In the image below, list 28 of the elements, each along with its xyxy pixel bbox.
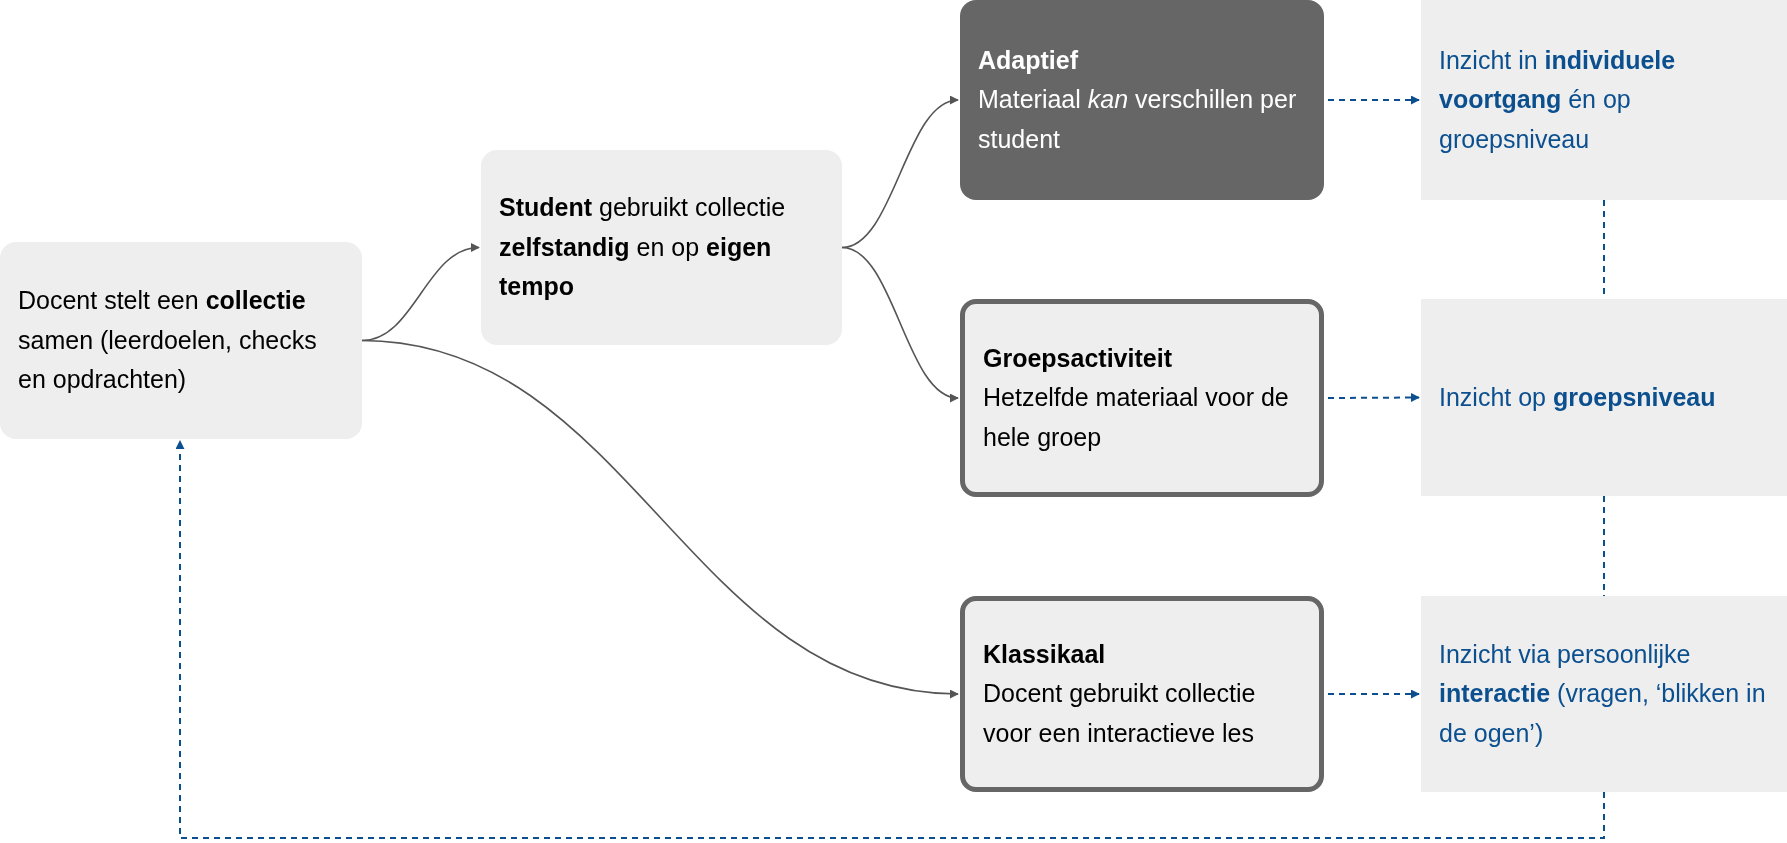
box-text: Inzicht via persoonlijke interactie (vragen, ‘blikken in de ogen’) bbox=[1439, 638, 1767, 749]
box-heading: Klassikaal bbox=[983, 638, 1107, 670]
box-text: Hetzelfde materiaal voor de hele groep bbox=[983, 382, 1290, 453]
box-text: Student gebruikt collectie zelfstandig en op eigen tempo bbox=[499, 192, 787, 303]
process-box bbox=[481, 150, 842, 345]
arrow bbox=[1327, 689, 1420, 699]
box-text: Docent stelt een collectie samen (leerdoelen, checks en opdrachten) bbox=[18, 285, 318, 396]
insight-box bbox=[1421, 596, 1787, 792]
process-box bbox=[960, 299, 1324, 497]
process-box bbox=[960, 0, 1324, 200]
arrow bbox=[841, 97, 959, 249]
process-box bbox=[960, 596, 1324, 792]
connector-line bbox=[1603, 495, 1605, 597]
insight-box bbox=[1421, 0, 1787, 200]
arrow bbox=[841, 246, 959, 401]
arrow bbox=[175, 440, 1605, 839]
box-text: Inzicht op groepsniveau bbox=[1439, 381, 1717, 413]
insight-box bbox=[1421, 299, 1787, 496]
box-text: Inzicht in individuele voortgang én op groepsniveau bbox=[1439, 44, 1677, 155]
arrow bbox=[1327, 393, 1420, 403]
arrow bbox=[361, 244, 480, 342]
box-text: Docent gebruikt collectie voor een interactieve les bbox=[983, 678, 1257, 749]
arrow bbox=[361, 339, 959, 698]
box-heading: Adaptief bbox=[978, 44, 1079, 76]
box-text: Materiaal kan verschillen per student bbox=[978, 84, 1298, 155]
process-box bbox=[0, 242, 362, 439]
arrow bbox=[1327, 95, 1420, 105]
box-heading: Groepsactiviteit bbox=[983, 342, 1173, 374]
